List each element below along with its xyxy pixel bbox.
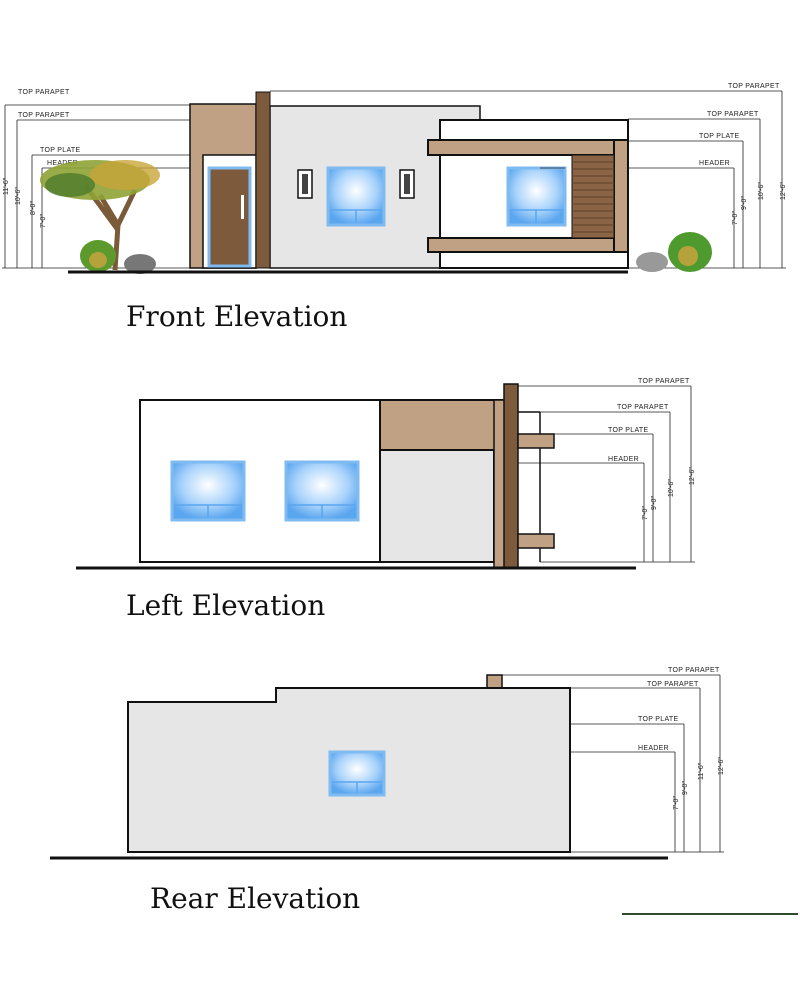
dim-label: TOP PLATE — [638, 716, 678, 723]
dim-value: 7'-0" — [732, 211, 739, 225]
wall-light-icon — [399, 169, 415, 199]
window — [506, 166, 567, 227]
beam-end — [517, 433, 555, 449]
dim-value: 9'-0" — [741, 196, 748, 210]
dim-label: TOP PLATE — [40, 147, 80, 154]
window — [170, 460, 246, 522]
dim-label: TOP PLATE — [699, 133, 739, 140]
dim-value: 9'-0" — [651, 496, 658, 510]
dim-label: HEADER — [608, 456, 639, 463]
tan-band — [379, 399, 503, 451]
dim-value: 11'-6" — [3, 177, 10, 195]
rock-icon — [124, 254, 156, 274]
dim-value: 8'-0" — [30, 201, 37, 215]
rear-dimensions: TOP PARAPET TOP PARAPET TOP PLATE HEADER… — [384, 667, 725, 853]
dim-value: 7'-0" — [40, 214, 47, 228]
dim-value: 7'-0" — [673, 796, 680, 810]
dim-label: TOP PARAPET — [617, 404, 669, 411]
beam-end — [517, 533, 555, 549]
brown-post — [255, 91, 271, 269]
dim-value: 10'-6" — [15, 187, 22, 205]
window — [328, 750, 386, 797]
dim-label: HEADER — [47, 160, 78, 167]
dim-value: 10'-6" — [758, 182, 765, 200]
dim-value: 7'-0" — [642, 506, 649, 520]
frame-bottom — [427, 237, 629, 253]
front-elevation: TOP PARAPET TOP PARAPET TOP PLATE HEADER… — [2, 83, 787, 333]
post-top — [486, 674, 503, 689]
shrub-icon — [668, 232, 712, 272]
dim-label: TOP PARAPET — [638, 378, 690, 385]
shrub-icon — [80, 240, 116, 272]
door-handle — [241, 195, 244, 219]
window — [284, 460, 360, 522]
dim-label: HEADER — [699, 160, 730, 167]
rear-elevation-title: Rear Elevation — [150, 882, 360, 915]
dim-value: 12'-6" — [780, 182, 787, 200]
wood-slats — [571, 154, 615, 239]
wall-light-icon — [297, 169, 313, 199]
frame-top — [427, 139, 629, 156]
left-elevation: TOP PARAPET TOP PARAPET TOP PLATE HEADER… — [76, 378, 696, 622]
front-elevation-title: Front Elevation — [126, 300, 347, 333]
dim-value: 12'-6" — [689, 467, 696, 485]
dim-label: TOP PARAPET — [18, 89, 70, 96]
brown-post — [503, 383, 519, 569]
dim-label: TOP PARAPET — [647, 681, 699, 688]
garage-wall — [379, 449, 495, 563]
left-elevation-title: Left Elevation — [126, 589, 325, 622]
dim-label: TOP PLATE — [608, 427, 648, 434]
window — [326, 166, 386, 227]
dim-value: 12'-6" — [718, 757, 725, 775]
rear-elevation: TOP PARAPET TOP PARAPET TOP PLATE HEADER… — [50, 667, 725, 915]
dim-label: TOP PARAPET — [728, 83, 780, 90]
left-dimensions: TOP PARAPET TOP PARAPET TOP PLATE HEADER… — [358, 378, 696, 563]
dim-label: HEADER — [638, 745, 669, 752]
dim-value: 10'-6" — [668, 479, 675, 497]
tree-icon — [40, 160, 160, 271]
front-right-dimensions: TOP PARAPET TOP PARAPET TOP PLATE HEADER… — [270, 83, 787, 269]
dim-label: TOP PARAPET — [707, 111, 759, 118]
dim-label: TOP PARAPET — [668, 667, 720, 674]
dim-value: 9'-0" — [682, 781, 689, 795]
dim-label: TOP PARAPET — [18, 112, 70, 119]
dim-value: 11'-6" — [698, 762, 705, 780]
frame-side — [613, 139, 629, 253]
rock-icon — [636, 252, 668, 272]
front-left-dimensions: TOP PARAPET TOP PARAPET TOP PLATE HEADER… — [2, 89, 209, 269]
